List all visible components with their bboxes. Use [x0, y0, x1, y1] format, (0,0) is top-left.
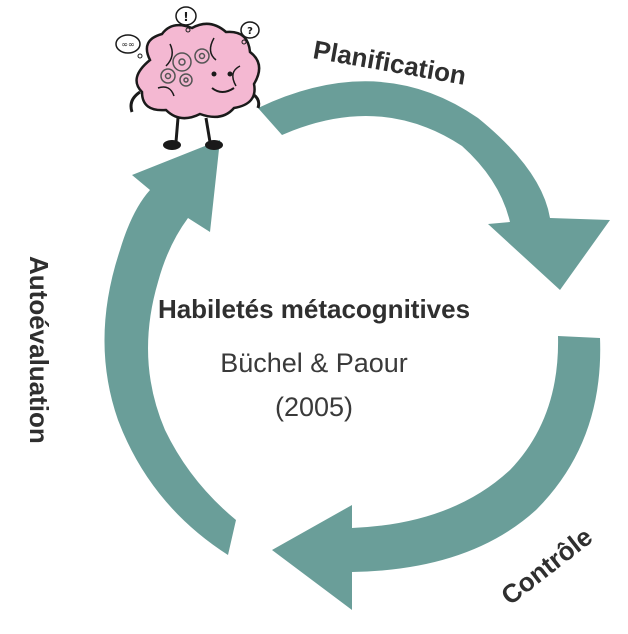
gear-icon — [160, 48, 210, 87]
svg-text:∞∞: ∞∞ — [121, 40, 134, 49]
question-bubble-icon: ? — [240, 21, 260, 45]
thought-bubble-icon: ∞∞ — [115, 34, 143, 59]
exclamation-bubble-icon: ! — [175, 6, 197, 33]
center-authors: Büchel & Paour — [220, 348, 408, 378]
arrow-autoevaluation — [104, 140, 236, 555]
svg-text:?: ? — [247, 26, 253, 37]
center-title: Habiletés métacognitives — [157, 294, 471, 324]
label-autoevaluation: Autoévaluation — [24, 256, 54, 444]
arrow-controle — [272, 336, 601, 610]
arrow-planification — [258, 81, 610, 290]
brain-mascot-icon — [129, 22, 261, 150]
svg-text:!: ! — [183, 10, 188, 24]
label-controle: Contrôle — [495, 521, 598, 610]
center-year: (2005) — [274, 392, 354, 422]
label-planification: Planification — [311, 34, 468, 90]
